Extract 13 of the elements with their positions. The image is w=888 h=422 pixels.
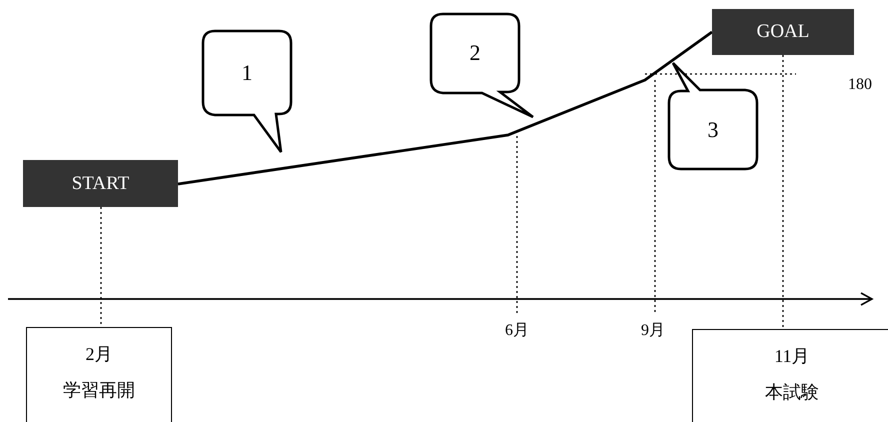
speech-bubble: 1 [202,30,292,152]
milestone-box: GOAL [712,9,854,55]
milestone-box: START [23,160,178,207]
month-label: 6月 [505,321,529,341]
progress-line [178,30,713,186]
speech-bubble: 2 [430,13,534,117]
dotted-connector [100,207,102,327]
value-label: 180 [848,76,872,94]
speech-bubble: 3 [668,63,758,170]
month-label: 9月 [641,321,665,341]
dotted-connector [782,55,784,329]
month-box: 2月 学習再開 [26,327,172,422]
month-box: 11月 本試験 [692,329,888,422]
